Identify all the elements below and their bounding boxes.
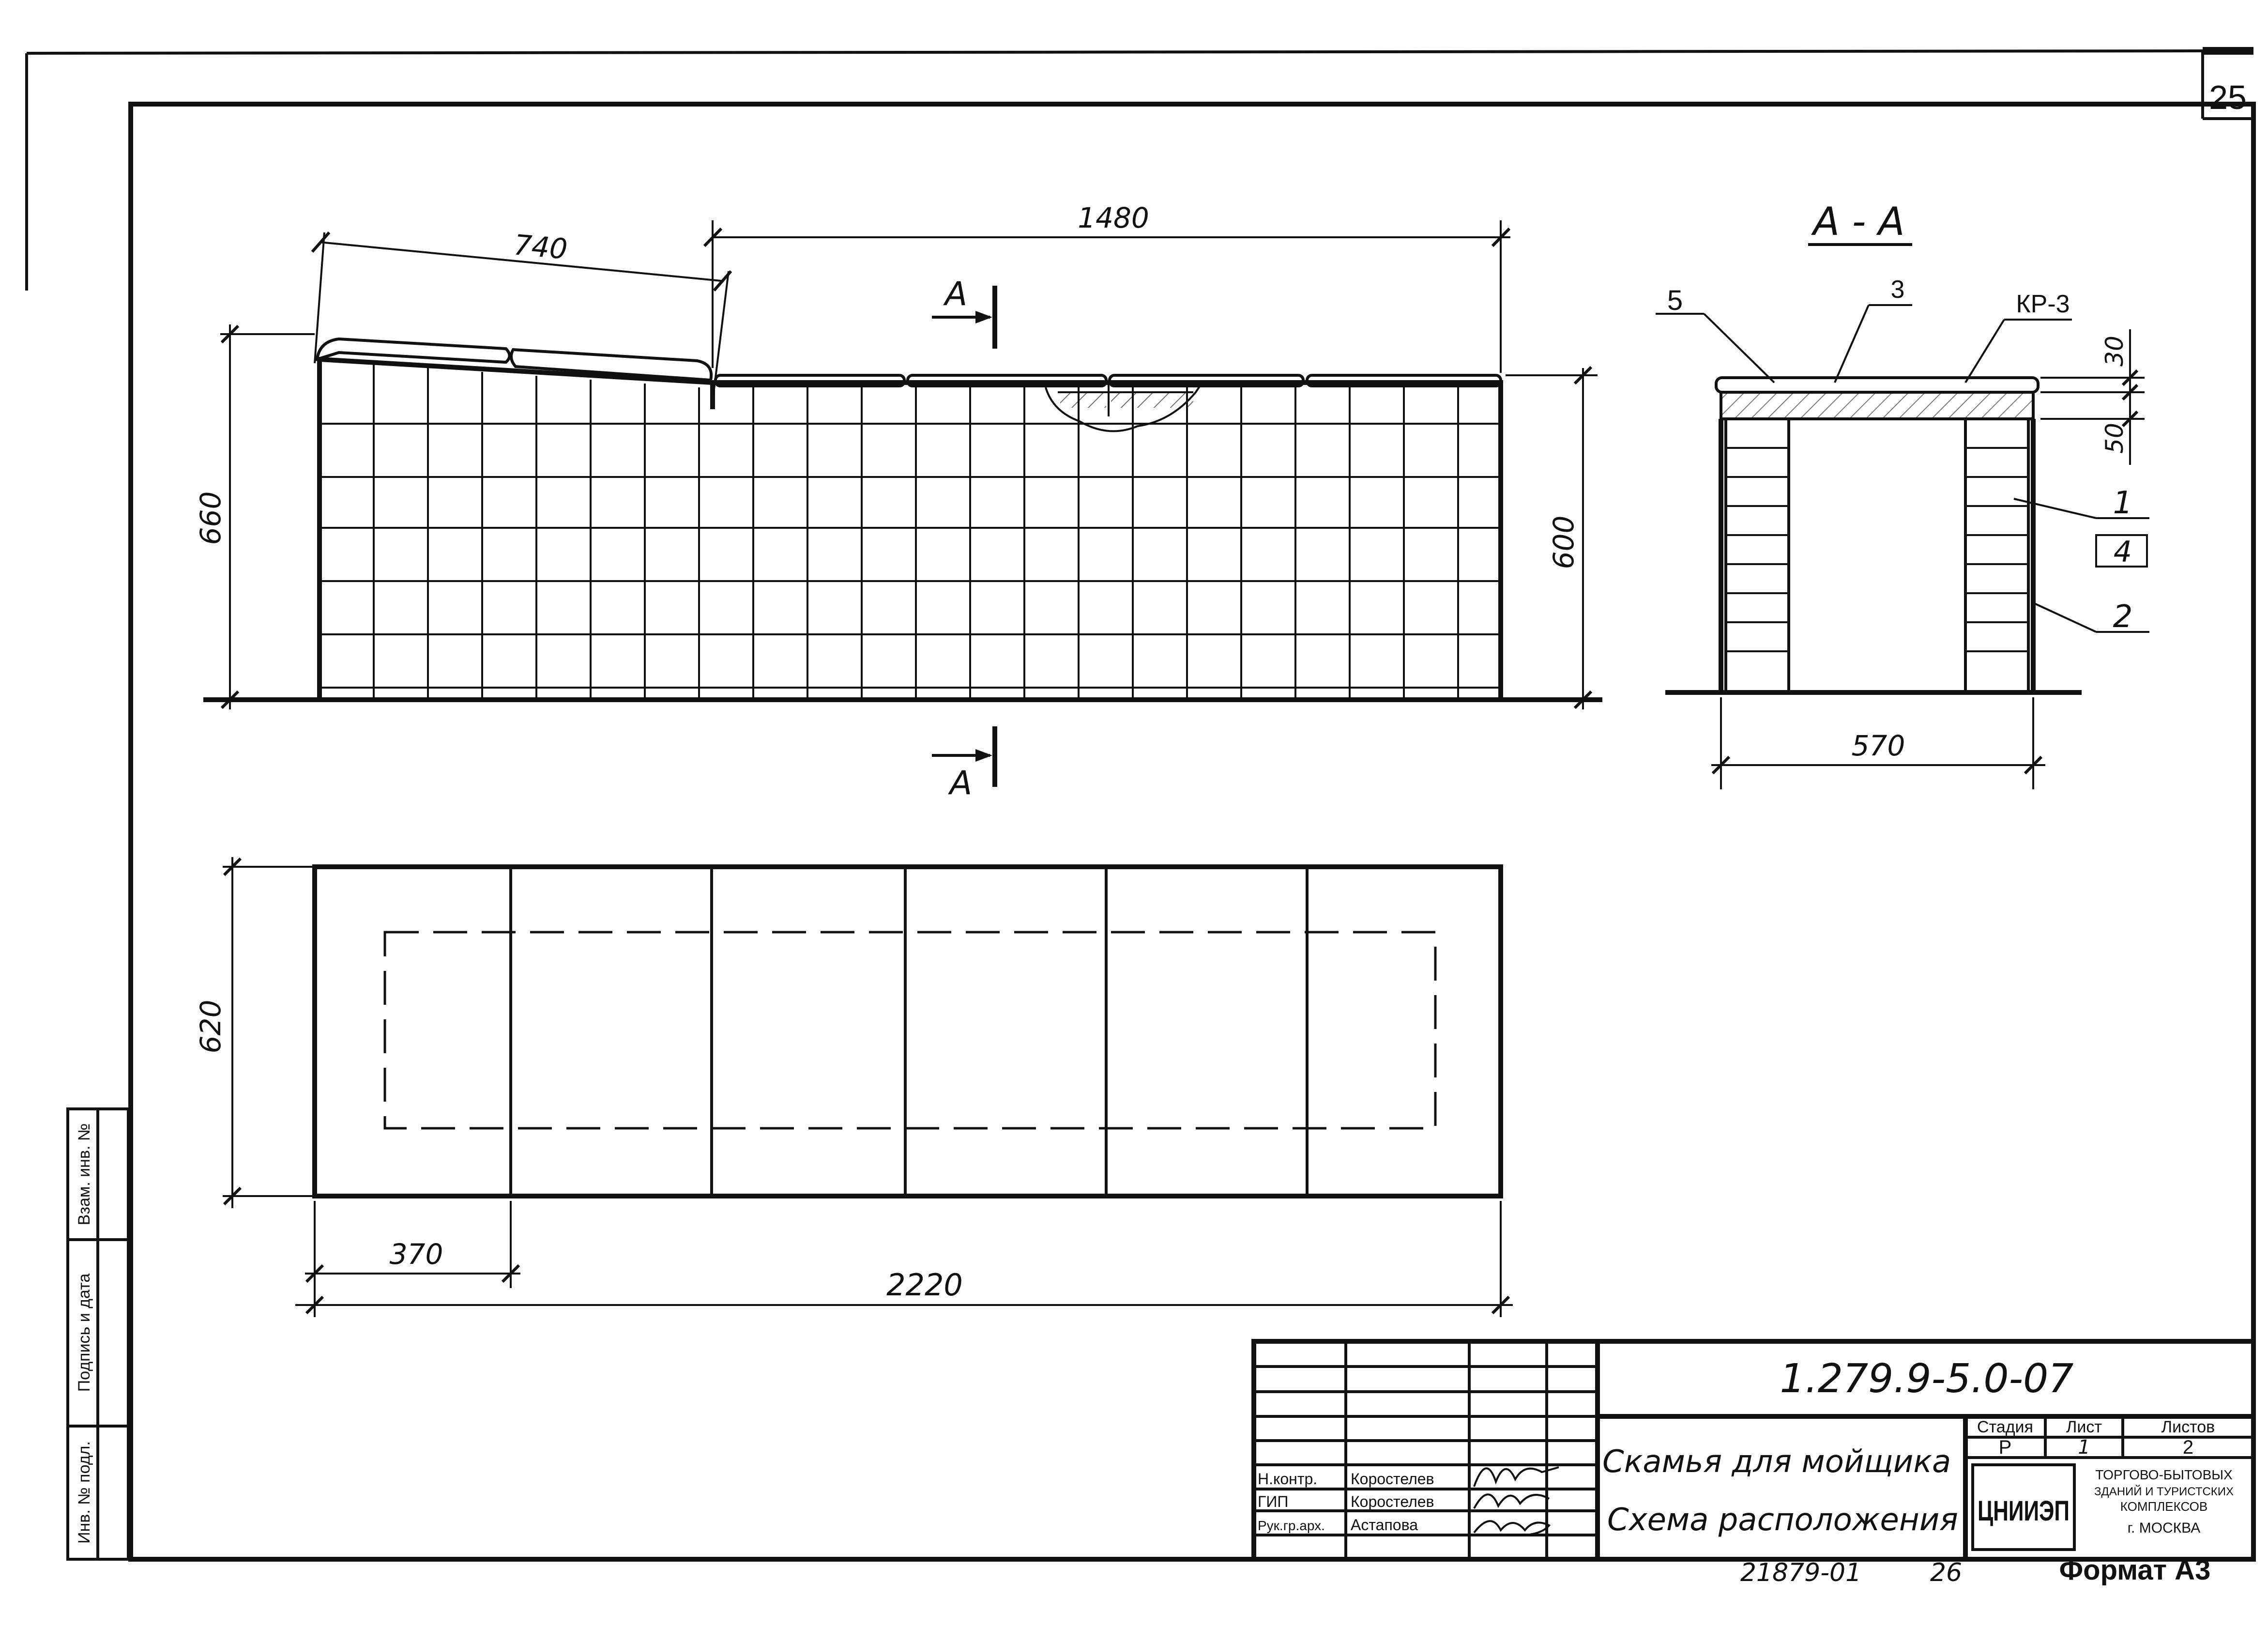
dim-height-left: 660 — [194, 491, 227, 545]
role-1: Н.контр. — [1258, 1470, 1317, 1488]
document-code: 1.279.9-5.0-07 — [1780, 1356, 2074, 1402]
dim-section-width: 570 — [1852, 729, 1905, 762]
sheet-name: Схема расположения — [1607, 1502, 1958, 1538]
dim-plan-depth: 620 — [194, 1000, 227, 1054]
section-mark-bottom: А — [948, 764, 973, 802]
format-label: Формат А3 — [2059, 1554, 2211, 1586]
header-sheet: Лист — [2066, 1418, 2102, 1436]
elevation-view: 740 1480 660 600 А А — [194, 201, 1602, 802]
dim-plan-segment: 370 — [390, 1238, 443, 1271]
role-2: ГИП — [1258, 1493, 1288, 1510]
value-sheet: 1 — [2078, 1436, 2090, 1459]
dim-height-right: 600 — [1547, 516, 1580, 569]
dim-30: 30 — [2101, 336, 2129, 367]
role-1-name: Коростелев — [1351, 1470, 1434, 1488]
section-mark-top: А — [943, 275, 968, 313]
dim-sloped-length: 740 — [513, 228, 569, 265]
dim-flat-length: 1480 — [1078, 201, 1149, 234]
org-logo: ЦНИИЭП — [1978, 1495, 2070, 1527]
header-stage: Стадия — [1977, 1418, 2033, 1436]
page-number: 25 — [2209, 78, 2247, 116]
role-3: Рук.гр.арх. — [1258, 1518, 1325, 1533]
elevation-tile-grid — [320, 364, 1501, 697]
label-pos4: 4 — [2114, 535, 2132, 569]
section-title: А - А — [1811, 199, 1904, 244]
archive-page: 26 — [1930, 1558, 1962, 1587]
role-3-name: Астапова — [1351, 1516, 1418, 1534]
archive-number: 21879-01 — [1740, 1558, 1861, 1587]
sheet-frame — [25, 47, 2256, 1562]
org-name-line-4: г. МОСКВА — [2128, 1520, 2200, 1536]
value-stage: Р — [1999, 1437, 2012, 1458]
plan-view: 620 370 2220 — [194, 857, 1513, 1317]
object-name: Скамья для мойщика — [1602, 1444, 1951, 1480]
org-name-line-3: КОМПЛЕКСОВ — [2120, 1499, 2207, 1514]
dim-50: 50 — [2101, 423, 2129, 454]
org-logo-frame — [1971, 1463, 2076, 1551]
label-pos5: 5 — [1667, 285, 1683, 316]
label-pos2: 2 — [2113, 599, 2133, 635]
side-stamp-cell-3: Взам. инв. № — [75, 1123, 93, 1226]
dim-plan-total: 2220 — [886, 1267, 963, 1303]
side-stamp: Инв. № подл. Подпись и дата Взам. инв. № — [66, 1107, 130, 1561]
label-pos1: 1 — [2113, 485, 2133, 521]
side-stamp-cell-2: Подпись и дата — [75, 1274, 93, 1392]
label-pos3: 3 — [1891, 276, 1905, 304]
header-sheets: Листов — [2161, 1418, 2215, 1436]
signatures — [1473, 1466, 1559, 1536]
section-a-a: А - А — [1656, 199, 2149, 789]
org-name-line-2: ЗДАНИЙ И ТУРИСТСКИХ — [2094, 1485, 2234, 1498]
org-name-line-1: ТОРГОВО-БЫТОВЫХ — [2095, 1467, 2233, 1482]
side-stamp-cell-1: Инв. № подл. — [75, 1441, 93, 1544]
role-2-name: Коростелев — [1351, 1493, 1434, 1510]
label-kr3: КР-3 — [2016, 290, 2070, 318]
value-sheets: 2 — [2183, 1437, 2193, 1458]
title-block: 1.279.9-5.0-07 Скамья для мойщика Схема … — [1251, 1339, 2256, 1562]
